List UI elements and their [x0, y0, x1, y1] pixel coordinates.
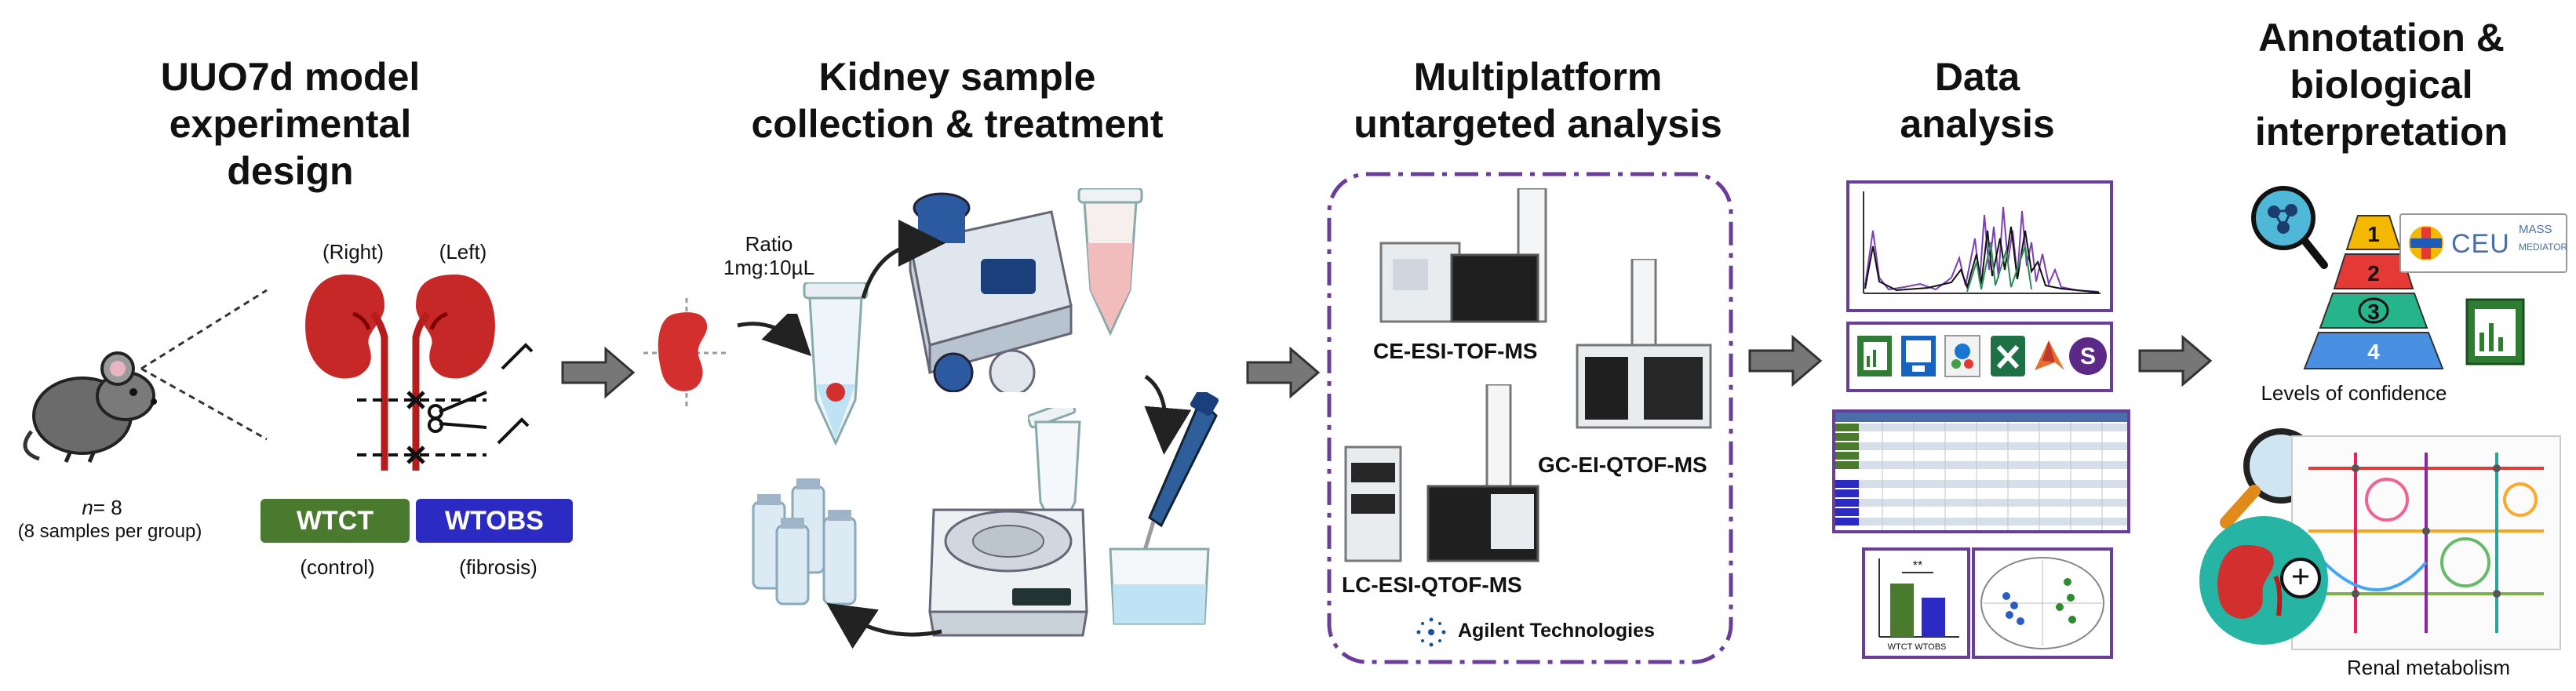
- renal-metabolism-label: Renal metabolism: [2346, 656, 2511, 679]
- flow-arrow-1: [561, 346, 636, 399]
- group-wtct-badge: WTCT: [261, 499, 410, 543]
- mouse-illustration: [23, 351, 157, 463]
- svg-text:1: 1: [2367, 222, 2380, 246]
- svg-text:S: S: [2080, 344, 2096, 369]
- bar-wtct: [1890, 584, 1914, 637]
- arrow-kidney-to-tube: [737, 314, 812, 357]
- group-wtobs-badge: WTOBS: [416, 499, 573, 543]
- vials-group: [752, 478, 857, 606]
- masshunter-qual-icon: [2465, 298, 2525, 366]
- profinder-icon: [1901, 336, 1936, 376]
- simca-icon: S: [2069, 337, 2107, 375]
- ceu-mediator-label: MEDIATOR: [2519, 242, 2568, 253]
- pca-plot-panel: [1972, 547, 2113, 659]
- mpp-icon: [1944, 335, 1980, 377]
- kidneys-with-ligation: [305, 275, 534, 471]
- search-magnifier-icon: [2251, 186, 2328, 269]
- lc-esi-qtof-ms-label: LC-ESI-QTOF-MS: [1342, 573, 1522, 597]
- ceu-cross-icon: [2409, 226, 2443, 260]
- flow-arrow-3: [1748, 334, 1823, 387]
- excel-icon: [1991, 336, 2025, 376]
- n-symbol: n: [82, 496, 93, 519]
- title-sample-collection: Kidney sample collection & treatment: [751, 55, 1164, 146]
- pyramid-level-4: [2303, 332, 2444, 369]
- significance-mark: **: [1913, 559, 1922, 573]
- chromatogram-panel: [1846, 180, 2113, 312]
- right-kidney-label: (Right): [322, 240, 384, 264]
- n-value: = 8: [93, 496, 122, 519]
- agilent-logo-icon: [1416, 617, 1446, 647]
- bar-group-labels: WTCT WTOBS: [1888, 642, 1947, 652]
- title-data-analysis: Data analysis: [1900, 55, 2055, 146]
- control-note: (control): [300, 555, 375, 579]
- pca-plot: [1980, 557, 2104, 649]
- ceu-mass-mediator-logo: CEU MASS MEDIATOR: [2399, 213, 2567, 273]
- title-multiplatform: Multiplatform untargeted analysis: [1354, 55, 1722, 146]
- bar-plot-panel: ** WTCT WTOBS: [1862, 547, 1970, 659]
- pyramid-level-3: [2319, 293, 2428, 329]
- mouse-zoom-lines: [140, 289, 268, 441]
- platform-dashed-border: [1327, 172, 1733, 664]
- bar-wtobs: [1922, 598, 1945, 637]
- ratio-label: Ratio: [745, 232, 793, 256]
- ce-esi-tof-ms-label: CE-ESI-TOF-MS: [1373, 339, 1538, 363]
- masshunter-icon: [1857, 336, 1892, 376]
- ceu-main-label: CEU: [2451, 229, 2510, 259]
- pyramid-level-2: [2333, 253, 2414, 289]
- gc-instrument: [1576, 259, 1712, 429]
- bar-plot: ** WTCT WTOBS: [1878, 558, 1959, 652]
- fibrosis-note: (fibrosis): [459, 555, 537, 579]
- data-matrix-table: [1835, 413, 2127, 530]
- metabolic-pathway-map: [2291, 435, 2561, 650]
- ce-instrument: [1379, 188, 1547, 323]
- levels-of-confidence-label: Levels of confidence: [2261, 381, 2447, 405]
- svg-text:2: 2: [2367, 261, 2380, 285]
- matlab-icon: [2035, 340, 2064, 370]
- title-experimental-design: UUO7d model experimental design: [160, 55, 421, 193]
- renal-kidney-circle-icon: [2199, 516, 2328, 645]
- data-matrix-panel: [1832, 409, 2130, 533]
- svg-text:3: 3: [2367, 300, 2380, 324]
- pipette-and-beaker: [1109, 392, 1219, 625]
- gc-ei-qtof-ms-label: GC-EI-QTOF-MS: [1538, 453, 1707, 477]
- ceu-mass-label: MASS: [2519, 223, 2552, 236]
- centrifuge-device: [928, 508, 1088, 637]
- flow-arrow-4: [2138, 334, 2213, 387]
- kidney-tissue-icon: [643, 298, 730, 408]
- n-samples-label: n= 8: [47, 496, 157, 520]
- software-icons-panel: S: [1846, 322, 2113, 392]
- svg-text:4: 4: [2367, 340, 2380, 364]
- pathway-network: [2308, 453, 2544, 633]
- agilent-vendor-label: Agilent Technologies: [1458, 620, 1655, 642]
- tube-pink-solution: [1077, 188, 1143, 336]
- flow-arrow-2: [1246, 346, 1321, 399]
- left-kidney-label: (Left): [439, 240, 487, 264]
- title-annotation: Annotation & biological interpretation: [2254, 16, 2509, 154]
- tube-empty: [1028, 408, 1081, 540]
- software-icons-row: S: [1857, 335, 2107, 377]
- samples-per-group-label: (8 samples per group): [17, 521, 202, 542]
- confidence-pyramid: 1 2 3 4: [2303, 215, 2444, 369]
- chromatogram-trace: [1863, 191, 2101, 294]
- ratio-value: 1mg:10µL: [723, 256, 815, 279]
- lc-instrument: [1344, 384, 1539, 562]
- workflow-cycle-arrows: [826, 220, 1192, 649]
